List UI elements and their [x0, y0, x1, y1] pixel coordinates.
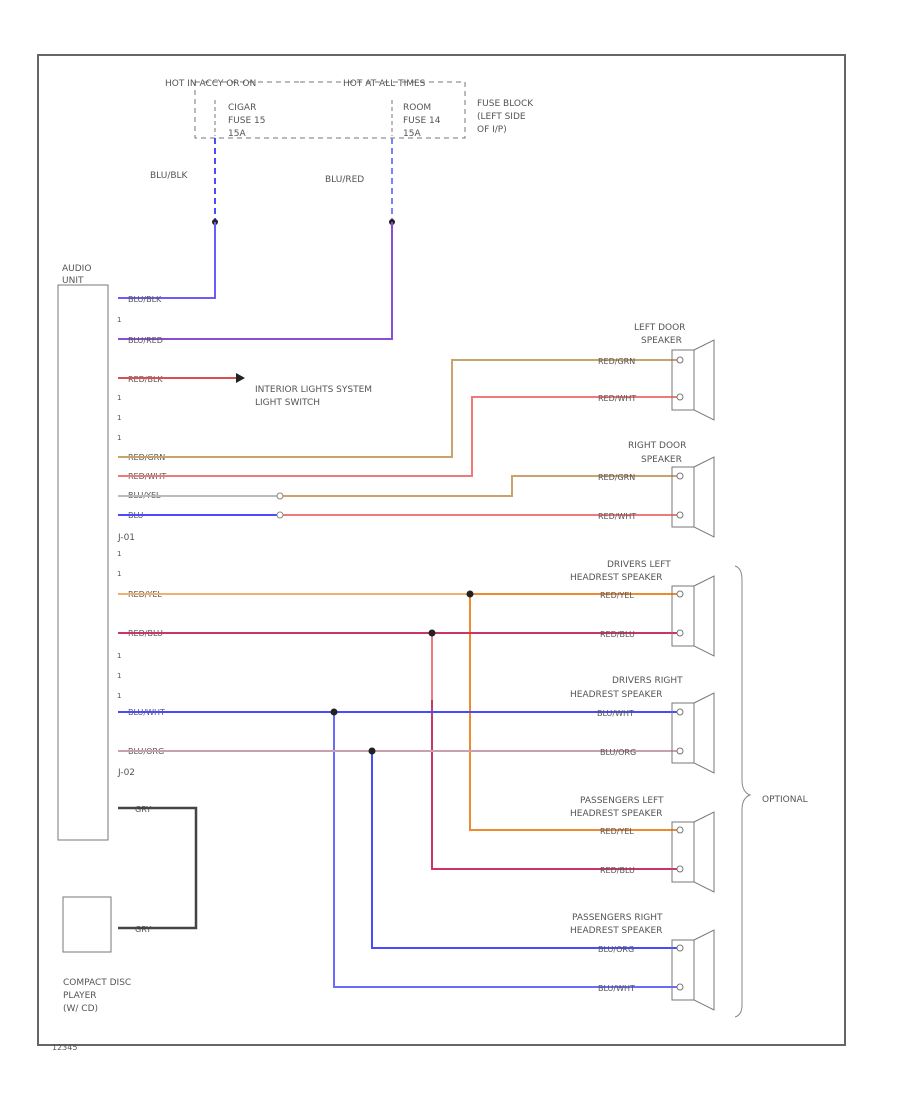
fuse-block-label-3: OF I/P) — [477, 125, 507, 135]
svg-text:1: 1 — [117, 434, 121, 442]
connector-j02-label: J-02 — [117, 768, 135, 778]
speaker-left-door-terminal-1 — [676, 356, 684, 364]
cd-player-label-3: (W/ CD) — [63, 1004, 98, 1014]
diagram-border — [37, 54, 846, 1046]
speaker-passengers-right-name-1: PASSENGERS RIGHT — [572, 913, 663, 923]
unit-wire-labels: BLU/BLK BLU/RED RED/BLK RED/GRN RED/WHT … — [128, 295, 166, 934]
speaker-passengers-right-wire-2: BLU/WHT — [598, 984, 635, 993]
speaker-passengers-right-cone — [693, 929, 715, 1011]
speaker-left-door-cone — [693, 339, 715, 421]
svg-text:1: 1 — [117, 692, 121, 700]
speaker-passengers-left-name-2: HEADREST SPEAKER — [570, 809, 662, 819]
speaker-passengers-right: PASSENGERS RIGHT HEADREST SPEAKER BLU/OR… — [570, 913, 715, 1011]
speaker-passengers-left-name-1: PASSENGERS LEFT — [580, 796, 664, 806]
speaker-right-door: RIGHT DOOR SPEAKER RED/GRN RED/WHT — [598, 441, 715, 538]
speaker-passengers-left-wire-1: RED/YEL — [600, 827, 634, 836]
speaker-drivers-right-name-1: DRIVERS RIGHT — [612, 676, 683, 686]
audio-unit: AUDIO UNIT J-01 J-02 1 1 1 1 1 1 1 1 1 — [57, 264, 135, 841]
headrest-speaker-wires — [118, 590, 680, 988]
svg-text:1: 1 — [117, 414, 121, 422]
speaker-right-door-wire-2: RED/WHT — [598, 512, 636, 521]
feed-right-label: BLU/RED — [325, 175, 364, 185]
svg-text:1: 1 — [117, 652, 121, 660]
connector-j01-label: J-01 — [117, 533, 135, 543]
svg-text:1: 1 — [117, 672, 121, 680]
speaker-drivers-left-wire-1: RED/YEL — [600, 591, 634, 600]
speaker-left-door-wire-1: RED/GRN — [598, 357, 635, 366]
speaker-passengers-left-terminal-1 — [676, 826, 684, 834]
cd-player-wires: COMPACT DISC PLAYER (W/ CD) — [62, 806, 198, 1014]
speaker-passengers-left-terminal-2 — [676, 865, 684, 873]
unit-wire-label-3: RED/BLK — [128, 375, 163, 384]
fuse-block-label-1: FUSE BLOCK — [477, 99, 534, 109]
unit-wire-label-12: GRY — [135, 805, 151, 814]
speaker-drivers-left-name-1: DRIVERS LEFT — [607, 560, 671, 570]
cd-player-label-1: COMPACT DISC — [63, 978, 131, 988]
speaker-passengers-right-terminal-1 — [676, 944, 684, 952]
fuse-cigar-name: CIGAR — [228, 103, 256, 113]
speaker-passengers-right-terminal-2 — [676, 983, 684, 991]
fuse-block: HOT IN ACCY OR ON HOT AT ALL TIMES CIGAR… — [165, 79, 534, 139]
audio-unit-label-2: UNIT — [62, 276, 84, 286]
fuse-room-number: FUSE 14 — [403, 116, 441, 126]
audio-unit-label-1: AUDIO — [62, 264, 91, 274]
fuse-room-rating: 15A — [403, 129, 421, 139]
speaker-drivers-right-name-2: HEADREST SPEAKER — [570, 690, 662, 700]
speaker-right-door-wire-1: RED/GRN — [598, 473, 635, 482]
speaker-right-door-cone — [693, 456, 715, 538]
cd-player-box — [62, 896, 112, 953]
speaker-passengers-left-cone — [693, 811, 715, 893]
fuse-room-name: ROOM — [403, 103, 431, 113]
speaker-left-door-terminal-2 — [676, 393, 684, 401]
speaker-drivers-left-wire-2: RED/BLU — [600, 630, 635, 639]
door-speaker-wires — [118, 359, 680, 519]
speaker-left-door-name-2: SPEAKER — [641, 336, 682, 346]
unit-wire-label-2: BLU/RED — [128, 336, 163, 345]
fuse-block-label-2: (LEFT SIDE — [477, 112, 526, 122]
interior-light-label-1: INTERIOR LIGHTS SYSTEM — [255, 385, 372, 395]
speaker-passengers-right-wire-1: BLU/ORG — [598, 945, 634, 954]
svg-text:1: 1 — [117, 316, 121, 324]
feed-left-label: BLU/BLK — [150, 171, 189, 181]
speaker-right-door-terminal-1 — [676, 472, 684, 480]
speaker-right-door-name-2: SPEAKER — [641, 455, 682, 465]
speaker-left-door-name-1: LEFT DOOR — [634, 323, 685, 333]
speaker-right-door-terminal-2 — [676, 511, 684, 519]
interior-light-label-2: LIGHT SWITCH — [255, 398, 320, 408]
footer-code: 12345 — [52, 1043, 77, 1052]
unit-wire-label-1: BLU/BLK — [128, 295, 162, 304]
speaker-drivers-left: DRIVERS LEFT HEADREST SPEAKER RED/YEL RE… — [570, 560, 715, 657]
speaker-drivers-right-wire-2: BLU/ORG — [600, 748, 636, 757]
speaker-drivers-left-cone — [693, 575, 715, 657]
optional-brace: OPTIONAL — [734, 565, 808, 1018]
hot-all-times-label: HOT AT ALL TIMES — [343, 79, 426, 89]
svg-text:1: 1 — [117, 570, 121, 578]
hot-accy-label: HOT IN ACCY OR ON — [165, 79, 256, 89]
speaker-drivers-right-terminal-2 — [676, 747, 684, 755]
speaker-drivers-left-name-2: HEADREST SPEAKER — [570, 573, 662, 583]
fuse-cigar-number: FUSE 15 — [228, 116, 265, 126]
cd-player-label-2: PLAYER — [63, 991, 97, 1001]
speaker-drivers-left-terminal-2 — [676, 629, 684, 637]
speaker-right-door-name-1: RIGHT DOOR — [628, 441, 686, 451]
speaker-drivers-right-cone — [693, 692, 715, 774]
speaker-passengers-right-name-2: HEADREST SPEAKER — [570, 926, 662, 936]
svg-text:1: 1 — [117, 394, 121, 402]
interior-light-wire: INTERIOR LIGHTS SYSTEM LIGHT SWITCH — [118, 373, 372, 408]
feed-wires: BLU/BLK BLU/RED — [118, 138, 395, 340]
unit-wire-label-13: GRY — [135, 925, 151, 934]
speaker-left-door-wire-2: RED/WHT — [598, 394, 636, 403]
speaker-drivers-left-terminal-1 — [676, 590, 684, 598]
optional-label: OPTIONAL — [762, 795, 808, 805]
speaker-drivers-right: DRIVERS RIGHT HEADREST SPEAKER BLU/WHT B… — [570, 676, 715, 774]
speaker-drivers-right-terminal-1 — [676, 708, 684, 716]
speaker-left-door: LEFT DOOR SPEAKER RED/GRN RED/WHT — [598, 323, 715, 421]
speaker-passengers-left: PASSENGERS LEFT HEADREST SPEAKER RED/YEL… — [570, 796, 715, 893]
fuse-cigar-rating: 15A — [228, 129, 246, 139]
svg-text:1: 1 — [117, 550, 121, 558]
speaker-passengers-left-wire-2: RED/BLU — [600, 866, 635, 875]
speaker-drivers-right-wire-1: BLU/WHT — [597, 709, 634, 718]
